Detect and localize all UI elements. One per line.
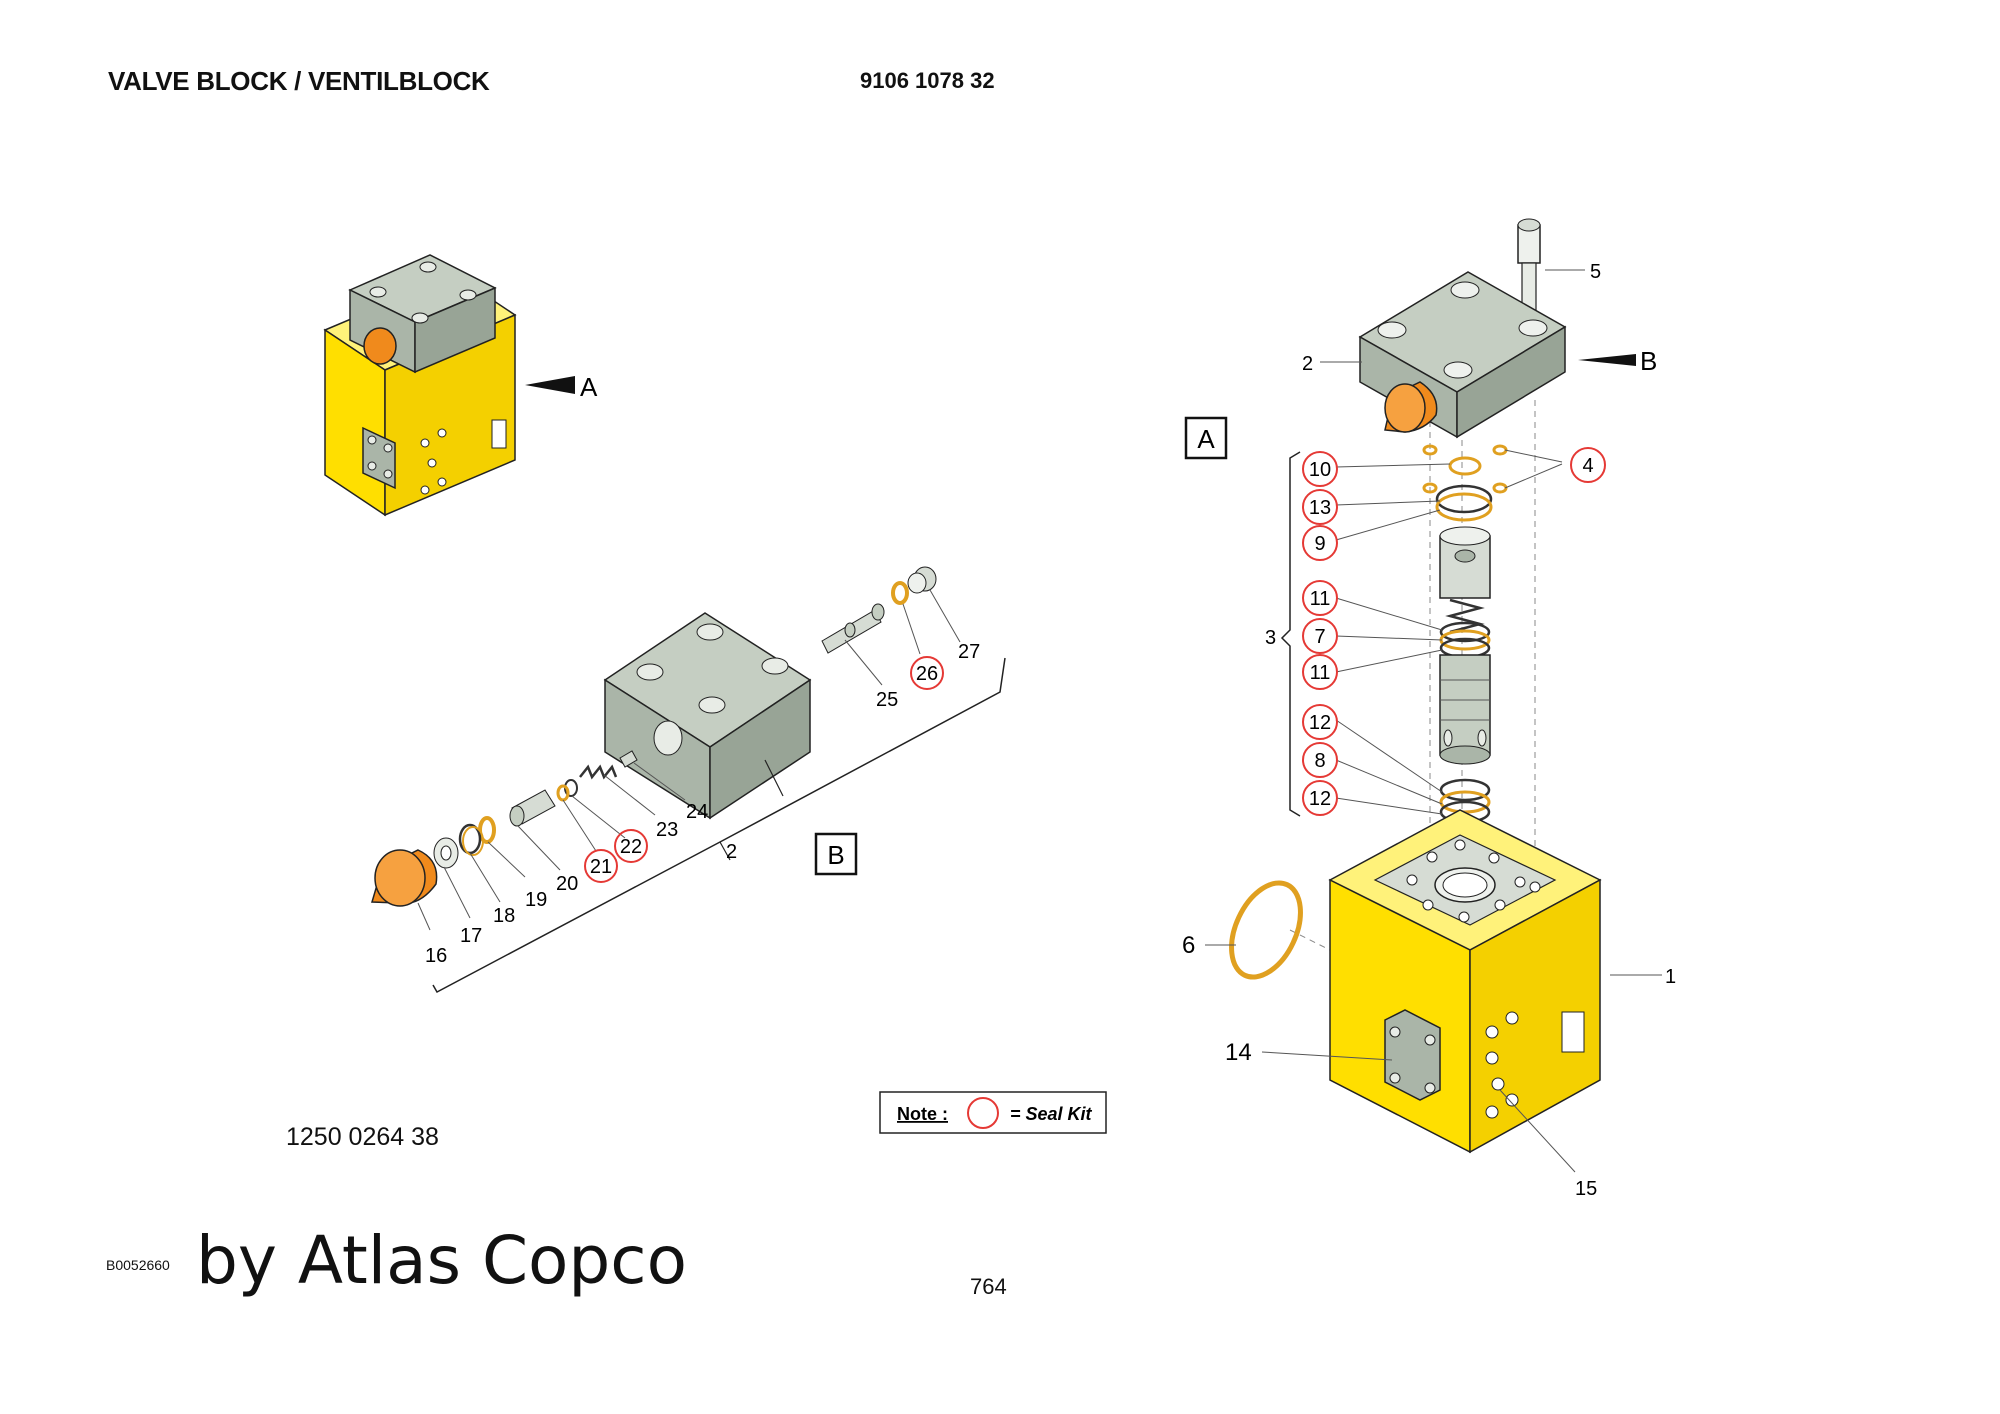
seal-marker-7 xyxy=(1302,618,1338,654)
callout-16: 16 xyxy=(425,945,447,967)
seal-marker-11b xyxy=(1302,654,1338,690)
image-id: B0052660 xyxy=(106,1257,170,1273)
view-a-frame xyxy=(1184,416,1228,460)
view-a-label: A xyxy=(1197,424,1215,454)
callout-22: 22 xyxy=(620,836,642,858)
assembly-code: 1250 0264 38 xyxy=(286,1123,439,1151)
note-label: Note : xyxy=(897,1104,948,1124)
seal-marker-12a xyxy=(1302,704,1338,740)
callout-24: 24 xyxy=(686,801,708,823)
seal-marker-22 xyxy=(614,829,648,863)
callout-25: 25 xyxy=(876,689,898,711)
overview-assembly xyxy=(323,254,575,517)
callout-3: 3 xyxy=(1265,627,1276,649)
callout-8: 8 xyxy=(1314,750,1325,772)
callout-21: 21 xyxy=(590,856,612,878)
seal-marker-12b xyxy=(1302,780,1338,816)
view-label-a: A xyxy=(580,372,598,402)
callout-2-right: 2 xyxy=(1302,353,1313,375)
callout-2-left: 2 xyxy=(726,841,737,863)
callout-27: 27 xyxy=(958,641,980,663)
callout-1: 1 xyxy=(1665,966,1676,988)
note-box xyxy=(879,1091,1107,1134)
callout-11-lower: 11 xyxy=(1310,662,1331,684)
seal-marker-13 xyxy=(1302,489,1338,525)
note-text: = Seal Kit xyxy=(1010,1104,1093,1124)
seal-marker-11a xyxy=(1302,580,1338,616)
exploded-view-b xyxy=(371,566,1006,994)
callout-7: 7 xyxy=(1314,626,1325,648)
callout-19: 19 xyxy=(525,889,547,911)
callout-20: 20 xyxy=(556,873,578,895)
callout-17: 17 xyxy=(460,925,482,947)
callout-11-upper: 11 xyxy=(1310,588,1331,610)
part-number: 9106 1078 32 xyxy=(860,68,995,93)
brand-tagline: by Atlas Copco xyxy=(196,1222,687,1299)
view-b-label: B xyxy=(827,840,844,870)
seal-marker-21 xyxy=(584,849,618,883)
callout-23: 23 xyxy=(656,819,678,841)
callout-18: 18 xyxy=(493,905,515,927)
callout-6: 6 xyxy=(1182,932,1195,959)
callout-13: 13 xyxy=(1309,497,1331,519)
view-b-arrow-label: B xyxy=(1640,346,1657,376)
callout-4: 4 xyxy=(1582,455,1593,477)
page-title: VALVE BLOCK / VENTILBLOCK xyxy=(108,66,490,96)
seal-marker-10 xyxy=(1302,451,1338,487)
callout-26: 26 xyxy=(916,663,938,685)
seal-marker-26 xyxy=(910,656,944,690)
callout-9: 9 xyxy=(1314,533,1325,555)
callout-5: 5 xyxy=(1590,261,1601,283)
view-b-frame xyxy=(814,832,858,876)
callout-15: 15 xyxy=(1575,1178,1597,1200)
callout-12-upper: 12 xyxy=(1309,712,1331,734)
seal-marker-4 xyxy=(1570,447,1606,483)
callout-14: 14 xyxy=(1225,1039,1252,1066)
seal-kit-symbol xyxy=(967,1097,999,1129)
page-number: 764 xyxy=(970,1274,1007,1299)
callout-12-lower: 12 xyxy=(1309,788,1331,810)
seal-marker-8 xyxy=(1302,742,1338,778)
callout-10: 10 xyxy=(1309,459,1331,481)
exploded-view-a xyxy=(1205,218,1662,1173)
seal-marker-9 xyxy=(1302,525,1338,561)
